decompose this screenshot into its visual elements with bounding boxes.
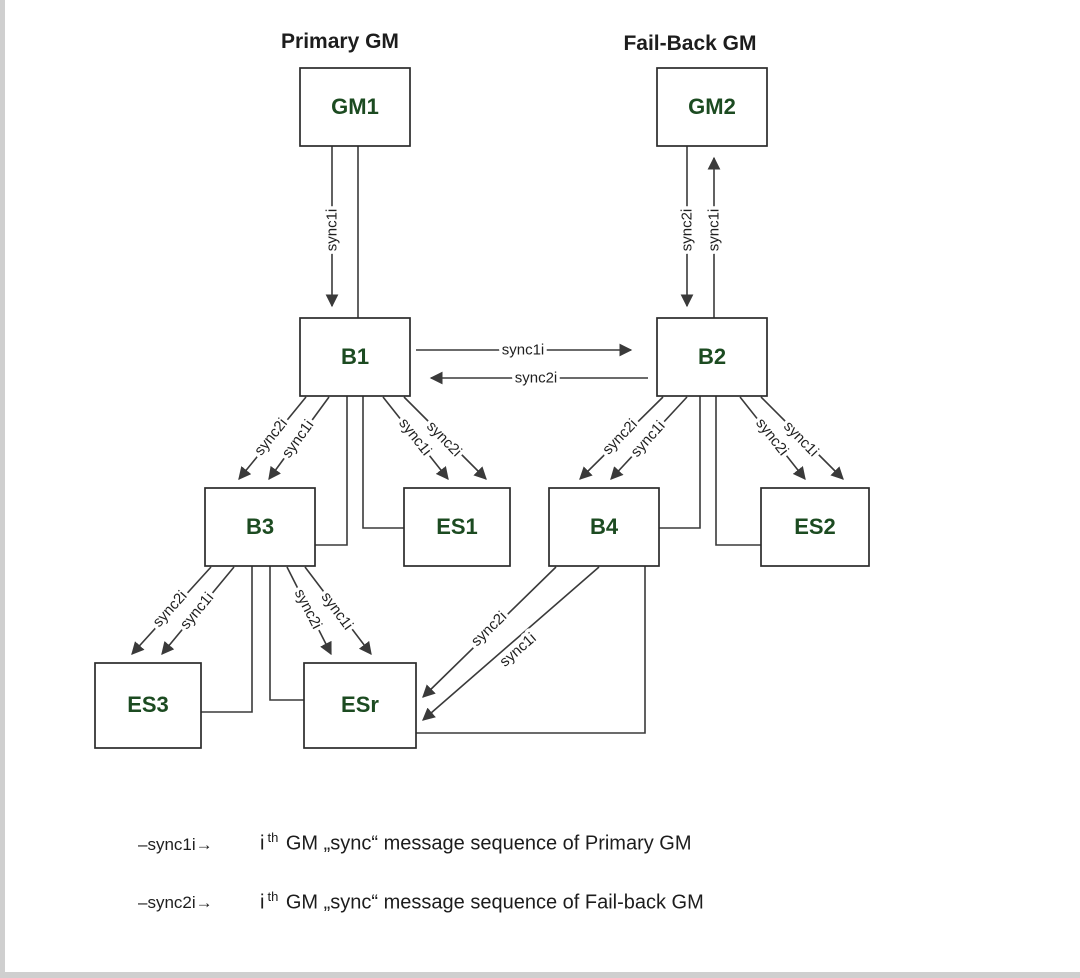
node-b3-box	[204, 487, 316, 567]
arrow-b3-es3-sync2i	[131, 566, 212, 655]
arrow-b2-es2-sync2i	[739, 396, 806, 481]
node-esr-box	[303, 662, 417, 749]
node-b1: B1	[299, 317, 411, 397]
node-gm2-label: GM2	[688, 94, 736, 119]
node-es2-label: ES2	[794, 514, 836, 539]
link-b3-esr	[269, 566, 304, 701]
legend-sync2-arrow-symbol: –sync2i→	[138, 893, 213, 913]
arrow-b2-b4-sync1i	[610, 396, 688, 480]
failback-gm-title: Fail-Back GM	[623, 32, 756, 55]
arrow-b3-esr-sync1i	[304, 566, 372, 656]
arrow-b3-es3-sync1i	[161, 566, 235, 655]
arrow-b1-b3-sync2i	[238, 396, 307, 480]
legend-sync1-sup: th	[267, 830, 279, 845]
arrow-b1-es1-sync2i	[403, 396, 487, 480]
node-b2: B2	[656, 317, 768, 397]
label-b1-b2-sync1i: sync1i	[502, 342, 545, 359]
arrow-b4-esr-sync1i	[422, 566, 600, 721]
node-gm1: GM1	[299, 67, 411, 147]
node-es1: ES1	[403, 487, 511, 567]
node-b4-box	[548, 487, 660, 567]
node-b1-box	[299, 317, 411, 397]
node-gm2-box	[656, 67, 768, 147]
node-gm2: GM2	[656, 67, 768, 147]
node-es3-label: ES3	[127, 692, 169, 717]
page-edge-bottom	[0, 972, 1080, 978]
link-b1-es1	[362, 396, 404, 529]
arrow-b2-es2-sync1i	[760, 396, 844, 480]
node-b3: B3	[204, 487, 316, 567]
page-edge-left	[0, 0, 5, 978]
legend-sync2-i: i	[260, 891, 265, 914]
legend-sync2-text: GM „sync“ message sequence of Fail-back …	[280, 891, 704, 914]
arrow-b4-esr-sync2i	[422, 566, 557, 698]
label-b2-gm2-sync1i: sync1i	[706, 209, 723, 252]
node-esr: ESr	[303, 662, 417, 749]
label-gm2-b2-sync2i: sync2i	[679, 209, 696, 252]
node-es3: ES3	[94, 662, 202, 749]
node-gm1-box	[299, 67, 411, 147]
node-esr-label: ESr	[341, 692, 379, 717]
arrow-b2-b4-sync2i	[579, 396, 664, 480]
arrow-b3-esr-sync2i	[286, 566, 332, 656]
link-b4-esr	[416, 566, 646, 734]
label-b2-es2-sync1i: sync1i	[780, 418, 822, 460]
node-es2-box	[760, 487, 870, 567]
node-es2: ES2	[760, 487, 870, 567]
node-gm1-label: GM1	[331, 94, 379, 119]
link-b3-es3	[201, 566, 253, 713]
label-b2-b1-sync2i: sync2i	[515, 370, 558, 387]
arrow-b1-es1-sync1i	[382, 396, 449, 481]
arrow-b1-b3-sync1i	[268, 396, 330, 481]
node-b4: B4	[548, 487, 660, 567]
node-b1-label: B1	[341, 344, 369, 369]
label-b3-esr-sync2i: sync2i	[291, 586, 325, 632]
link-b2-es2	[715, 396, 761, 546]
primary-gm-title: Primary GM	[281, 30, 399, 53]
label-gm1-b1-sync1i: sync1i	[324, 209, 341, 252]
node-b2-label: B2	[698, 344, 726, 369]
node-b2-box	[656, 317, 768, 397]
node-b4-label: B4	[590, 514, 619, 539]
node-es3-box	[94, 662, 202, 749]
label-b1-es1-sync2i: sync2i	[423, 418, 465, 460]
node-es1-label: ES1	[436, 514, 478, 539]
label-b3-esr-sync1i: sync1i	[318, 589, 357, 633]
link-b1-b3	[315, 396, 348, 546]
label-b4-esr-sync2i: sync2i	[468, 608, 510, 650]
sync-topology-diagram: Primary GM Fail-Back GM sync1i sync	[94, 30, 870, 749]
legend-sync1-i: i	[260, 832, 265, 855]
node-b3-label: B3	[246, 514, 274, 539]
link-b2-b4	[659, 396, 701, 529]
node-es1-box	[403, 487, 511, 567]
legend-sync2-sup: th	[267, 888, 279, 904]
legend-sync1-arrow-symbol: –sync1i→	[138, 834, 213, 854]
legend-sync1-text: GM „sync“ message sequence of Primary GM	[280, 832, 692, 855]
